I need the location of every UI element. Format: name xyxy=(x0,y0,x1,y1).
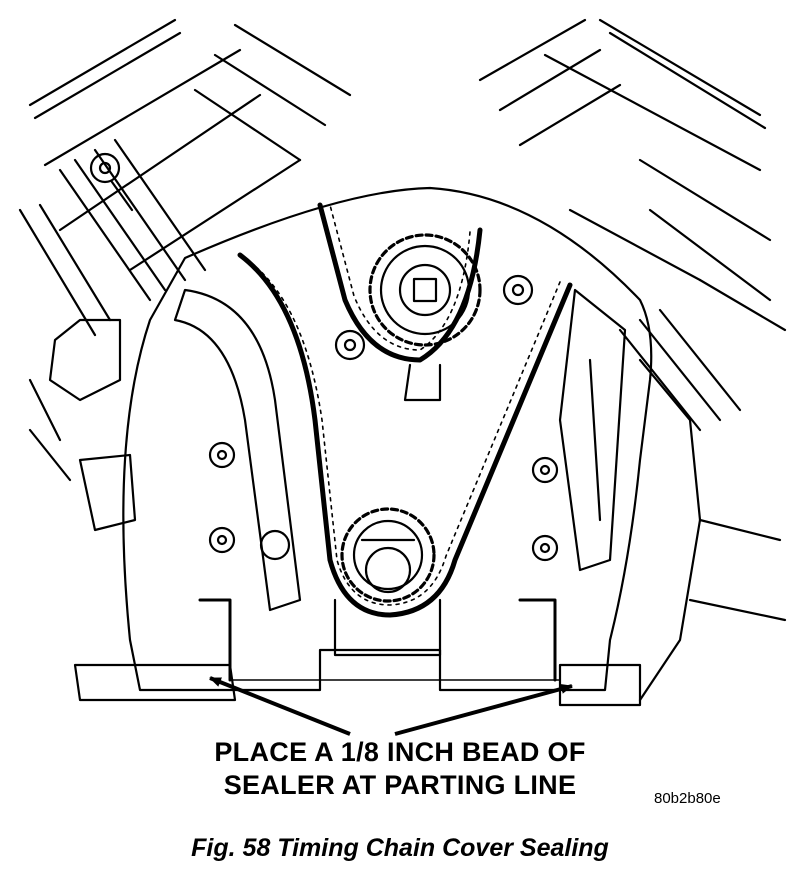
left-chain-guide xyxy=(173,288,302,612)
callout-arrows xyxy=(209,676,573,736)
image-code: 80b2b80e xyxy=(654,790,721,807)
camshaft-sprocket xyxy=(368,233,482,347)
chain-tensioner xyxy=(558,288,627,572)
head-bolt xyxy=(89,152,134,212)
crankshaft-sprocket xyxy=(340,507,436,603)
right-cylinder-bank xyxy=(478,18,787,432)
figure-caption: Fig. 58 Timing Chain Cover Sealing xyxy=(191,834,609,862)
sealer-callout: PLACE A 1/8 INCH BEAD OF SEALER AT PARTI… xyxy=(200,736,600,802)
callout-line-1: PLACE A 1/8 INCH BEAD OF xyxy=(214,737,586,767)
callout-line-2: SEALER AT PARTING LINE xyxy=(223,770,577,800)
left-cylinder-bank xyxy=(18,18,352,337)
timing-chain xyxy=(237,202,573,618)
timing-cover-outline xyxy=(122,186,653,692)
